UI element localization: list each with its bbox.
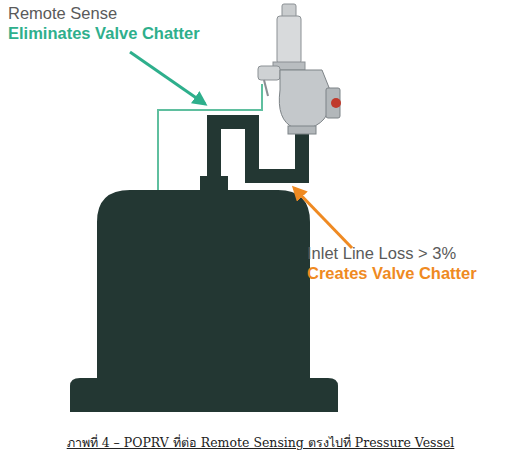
pressure-relief-valve	[258, 4, 341, 134]
pressure-vessel	[70, 176, 338, 412]
orange-leader-arrow	[294, 188, 352, 248]
figure-caption: ภาพที่ 4 – POPRV ที่ต่อ Remote Sensing ต…	[67, 436, 455, 450]
callout-heading: Remote Sense	[8, 4, 117, 23]
green-leader-arrow	[130, 52, 205, 104]
callout-heading: Inlet Line Loss > 3%	[307, 244, 456, 263]
callout-benefit: Eliminates Valve Chatter	[8, 24, 200, 43]
callout-warning: Creates Valve Chatter	[307, 264, 477, 283]
